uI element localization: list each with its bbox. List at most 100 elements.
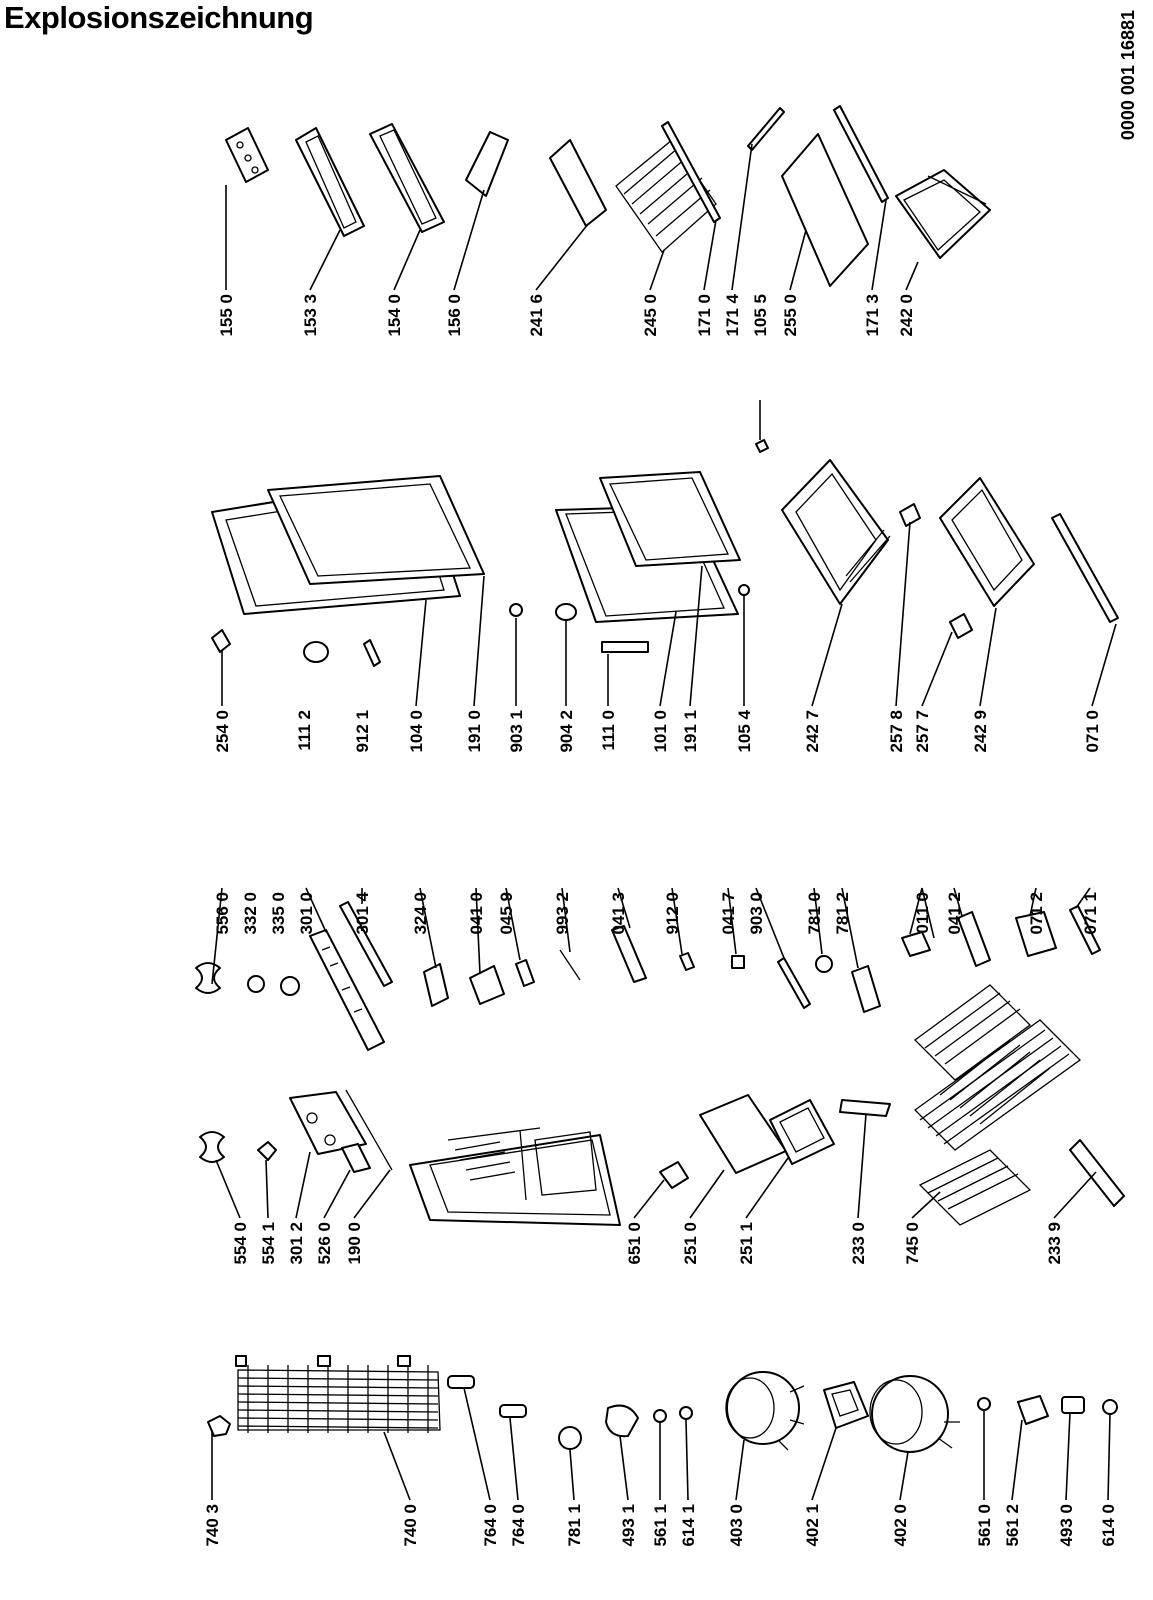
- part-242-7-drawer: [781, 459, 891, 605]
- part-label: 171 4: [723, 293, 742, 336]
- part-904-2-cap: [555, 603, 577, 621]
- part-045-9-pin: [515, 959, 535, 987]
- part-label: 301 2: [287, 1222, 306, 1265]
- part-label: 153 3: [301, 294, 320, 337]
- part-242-0-crisper-drawer: [895, 169, 991, 259]
- part-255-0-glass-shelf: [781, 133, 869, 287]
- part-label: 740 0: [401, 1504, 420, 1547]
- part-041-7-spacer: [731, 955, 745, 969]
- part-label: 045 9: [497, 892, 516, 935]
- part-493-1-cover: [605, 1404, 639, 1438]
- part-301-4-panel-strip: [339, 901, 393, 987]
- leader-lines: [211, 143, 1117, 1501]
- part-label: 554 0: [231, 1222, 250, 1265]
- part-label: 402 0: [891, 1504, 910, 1547]
- part-label: 154 0: [385, 294, 404, 337]
- part-label: 301 0: [297, 892, 316, 935]
- part-154-0-door-shelf: [369, 123, 445, 233]
- part-label: 190 0: [345, 1222, 364, 1265]
- part-245-0-wire-shelf: [615, 139, 717, 253]
- part-561-1-grommet: [653, 1409, 667, 1423]
- part-111-2-cap: [303, 641, 329, 663]
- part-191-1-door-gasket: [599, 471, 741, 567]
- part-label: 493 1: [619, 1504, 638, 1547]
- part-label: 614 0: [1099, 1504, 1118, 1547]
- part-label: 301 4: [353, 891, 372, 934]
- part-label: 402 1: [803, 1504, 822, 1547]
- part-171-4-shelf-trim: [747, 107, 785, 151]
- part-label: 740 3: [203, 1504, 222, 1547]
- part-label: 242 9: [971, 710, 990, 753]
- part-740-0-condenser: [235, 1355, 441, 1433]
- part-label: 041 7: [719, 892, 738, 935]
- part-label: 241 6: [527, 294, 546, 337]
- part-561-0-grommet: [977, 1397, 991, 1411]
- part-301-0-control-panel: [309, 929, 385, 1051]
- part-912-0-bolt: [679, 952, 695, 971]
- page-title: Explosionszeichnung: [4, 0, 314, 35]
- part-041-0-hinge: [469, 965, 505, 1005]
- part-label: 233 0: [849, 1222, 868, 1265]
- part-label: 191 0: [465, 710, 484, 753]
- part-526-0-lamp-holder: [341, 1143, 371, 1173]
- part-label: 912 1: [353, 710, 372, 753]
- part-402-1-electrics-box: [823, 1381, 869, 1429]
- part-label: 105 4: [735, 709, 754, 752]
- part-label: 111 0: [599, 710, 618, 751]
- part-071-1-cover: [1069, 905, 1101, 955]
- column-4-parts: [211, 459, 1119, 667]
- part-label: 324 0: [411, 892, 430, 935]
- part-label: 561 1: [651, 1504, 670, 1547]
- part-071-0-cover-strip: [1051, 513, 1119, 623]
- part-403-0-compressor: [725, 1371, 805, 1451]
- part-335-0-knob: [280, 976, 300, 996]
- part-651-0-thermostat: [659, 1161, 689, 1189]
- part-label: 041 3: [609, 892, 628, 935]
- part-label: 242 0: [897, 294, 916, 337]
- part-label: 233 9: [1045, 1222, 1064, 1265]
- cabinet-body: [409, 1127, 621, 1226]
- part-label: 111 2: [295, 710, 314, 751]
- part-781-0-ring: [815, 955, 833, 973]
- part-764-0-capacitor-a: [447, 1375, 475, 1389]
- part-label: 561 2: [1003, 1504, 1022, 1547]
- part-111-0-handle: [601, 641, 649, 653]
- part-155-0-egg-tray: [225, 127, 269, 183]
- part-label: 257 7: [913, 710, 932, 753]
- part-993-2-screw: [559, 949, 581, 981]
- part-label: 041 0: [467, 892, 486, 935]
- part-011-0-foot: [901, 931, 931, 957]
- part-label: 156 0: [445, 294, 464, 337]
- part-071-2-bracket: [1015, 911, 1057, 957]
- part-label: 071 1: [1081, 892, 1100, 935]
- part-label: 903 0: [747, 892, 766, 935]
- part-label: 903 1: [507, 710, 526, 753]
- part-label: 403 0: [727, 1504, 746, 1547]
- part-label: 257 8: [887, 710, 906, 753]
- part-041-2-lower-hinge: [957, 911, 991, 967]
- part-label: 101 0: [651, 710, 670, 753]
- part-781-1-relay: [558, 1426, 582, 1450]
- column-5-parts: [225, 105, 991, 453]
- part-251-0-cover-plate: [699, 1094, 787, 1174]
- part-label: 011 0: [913, 892, 932, 934]
- part-label: 554 1: [259, 1222, 278, 1265]
- part-label: 561 0: [975, 1504, 994, 1547]
- part-153-3-door-shelf: [295, 127, 365, 237]
- part-label: 251 1: [737, 1222, 756, 1265]
- part-242-9-drawer: [939, 477, 1035, 607]
- part-191-0-door-gasket: [267, 475, 485, 585]
- part-745-0-wire-shelves: [913, 984, 1082, 1226]
- part-556-0-spring: [195, 962, 221, 994]
- part-301-2-thermostat-plate: [289, 1091, 367, 1155]
- part-label: 171 3: [863, 294, 882, 337]
- column-2-parts: [199, 984, 1125, 1226]
- part-label: 781 1: [565, 1504, 584, 1547]
- part-041-3-hinge: [611, 925, 647, 983]
- part-233-0-bottle-guard: [839, 1099, 891, 1117]
- part-614-1-clamp: [679, 1406, 693, 1420]
- part-254-0-clip: [211, 629, 231, 653]
- part-label: 245 0: [641, 294, 660, 337]
- part-912-1-screw: [363, 639, 381, 667]
